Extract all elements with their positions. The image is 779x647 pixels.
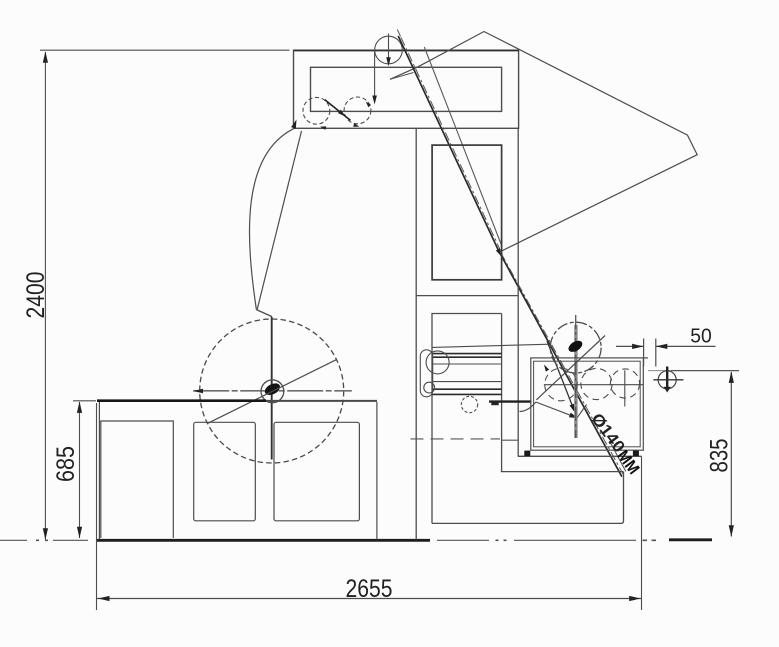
svg-text:835: 835 — [706, 439, 734, 473]
svg-text:685: 685 — [52, 446, 80, 482]
svg-text:2655: 2655 — [346, 575, 393, 603]
svg-text:2400: 2400 — [22, 272, 50, 319]
svg-text:50: 50 — [690, 326, 712, 348]
